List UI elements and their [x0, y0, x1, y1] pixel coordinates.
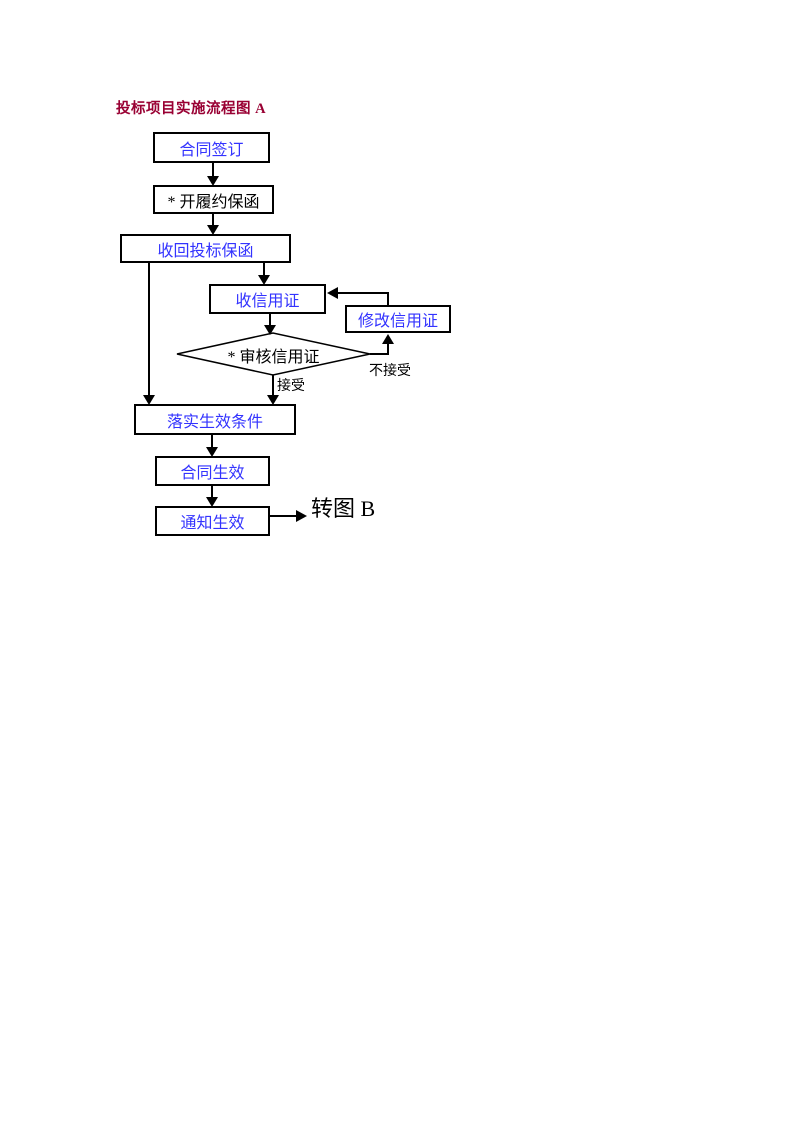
flowchart-title: 投标项目实施流程图 A [116, 101, 267, 117]
node-notify-effective-label: 通知生效 [180, 515, 245, 532]
node-contract-signing: 合同签订 [153, 132, 270, 163]
edge-label-accept: 接受 [277, 379, 305, 394]
goto-diagram-b-label: 转图 B [311, 496, 376, 521]
node-receive-letter-of-credit-label: 收信用证 [235, 293, 300, 310]
node-contract-signing-label: 合同签订 [179, 141, 244, 159]
node-notify-effective: 通知生效 [155, 506, 270, 536]
node-review-letter-of-credit: * 审核信用证 [177, 345, 370, 366]
node-contract-effective: 合同生效 [155, 456, 270, 486]
arrowheads [143, 176, 394, 522]
node-recover-bid-bond-label: 收回投标保函 [157, 242, 254, 260]
node-receive-letter-of-credit: 收信用证 [209, 284, 326, 314]
node-review-letter-of-credit-label: * 审核信用证 [227, 348, 320, 366]
edge-label-reject: 不接受 [369, 364, 411, 379]
node-fulfill-effective-conditions-label: 落实生效条件 [166, 413, 263, 431]
node-open-performance-guarantee: * 开履约保函 [153, 185, 274, 214]
node-recover-bid-bond: 收回投标保函 [120, 234, 291, 263]
node-amend-letter-of-credit-label: 修改信用证 [357, 313, 438, 330]
node-contract-effective-label: 合同生效 [180, 465, 245, 482]
node-amend-letter-of-credit: 修改信用证 [345, 305, 451, 333]
connector-lines [148, 163, 389, 517]
node-fulfill-effective-conditions: 落实生效条件 [134, 404, 296, 435]
node-open-performance-guarantee-label: * 开履约保函 [167, 193, 260, 211]
